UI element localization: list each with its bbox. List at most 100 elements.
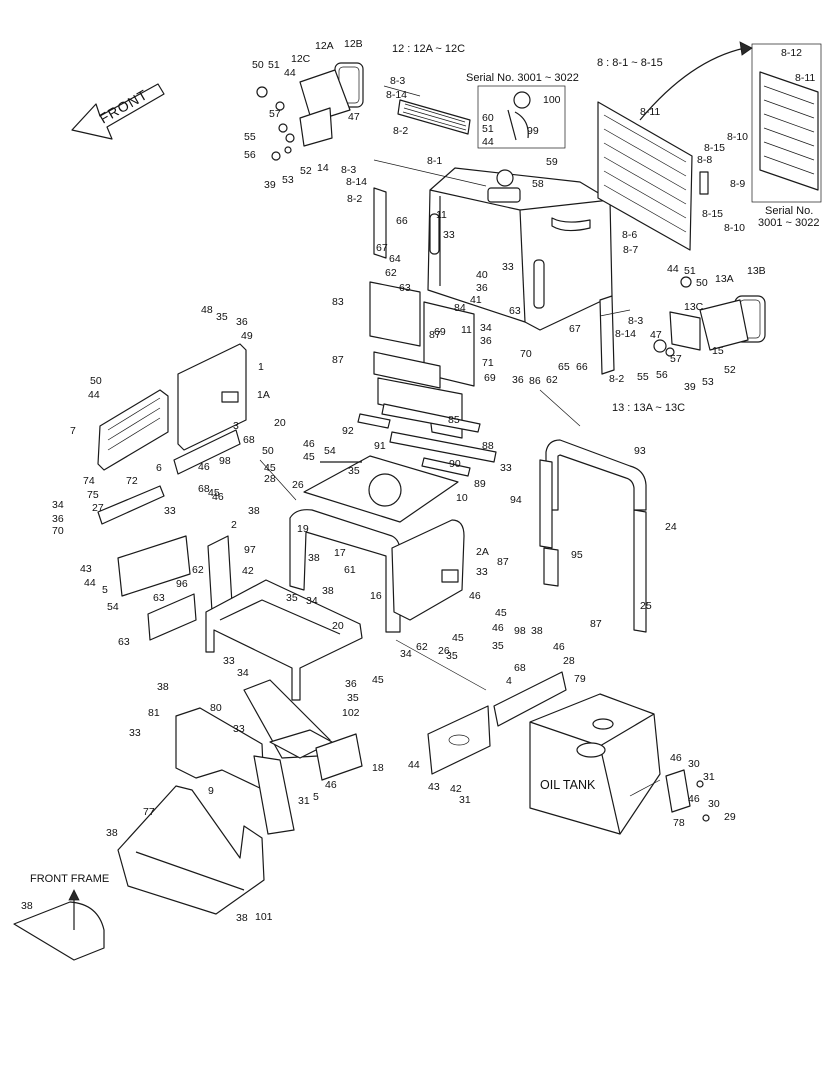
part-callout: 5 (102, 584, 108, 596)
part-callout: 34 (52, 499, 64, 511)
part-callout: 83 (332, 296, 344, 308)
part-callout: 8-12 (781, 47, 802, 59)
serial-box-line2: 3001 ~ 3022 (758, 217, 819, 229)
part-callout: 33 (500, 462, 512, 474)
serial-inset-box (477, 85, 566, 149)
part-callout: 15 (712, 345, 724, 357)
hood-8-1 (427, 167, 613, 331)
part-callout: 33 (233, 723, 245, 735)
part-callout: 36 (480, 335, 492, 347)
part-callout: 8-1 (427, 155, 442, 167)
part-callout: 60 (482, 112, 494, 124)
part-callout: 67 (569, 323, 581, 335)
part-callout: 46 (469, 590, 481, 602)
part-callout: 87 (332, 354, 344, 366)
part-callout: 39 (264, 179, 276, 191)
leader-lines (259, 85, 661, 797)
part-callout: 29 (724, 811, 736, 823)
part-callout: 39 (684, 381, 696, 393)
main-frame (205, 455, 465, 701)
part-callout: 34 (237, 667, 249, 679)
part-callout: 11 (461, 324, 472, 336)
part-callout: 8-10 (727, 131, 748, 143)
part-callout: 33 (502, 261, 514, 273)
lamp-13 (653, 276, 766, 357)
part-callout: 51 (268, 59, 280, 71)
part-callout: 28 (264, 473, 276, 485)
part-callout: 62 (385, 267, 397, 279)
part-callout: 56 (244, 149, 256, 161)
inset-curve-arrow (639, 47, 746, 121)
part-callout: 8-2 (609, 373, 624, 385)
part-callout: 2 (231, 519, 237, 531)
side-panels (357, 281, 497, 477)
part-callout: 50 (262, 445, 274, 457)
part-callout: 67 (376, 242, 388, 254)
part-callout: 33 (129, 727, 141, 739)
tank-brackets (665, 769, 710, 822)
part-callout: 87 (497, 556, 509, 568)
part-callout: 38 (21, 900, 33, 912)
part-callout: 6 (156, 462, 162, 474)
right-lower-covers (427, 671, 567, 775)
part-callout: 8-3 (341, 164, 356, 176)
part-callout: 38 (322, 585, 334, 597)
part-callout: 93 (634, 445, 646, 457)
part-callout: 43 (428, 781, 440, 793)
part-callout: 101 (255, 911, 273, 923)
part-callout: 85 (448, 414, 460, 426)
left-covers (97, 343, 247, 641)
part-callout: 46 (325, 779, 337, 791)
part-callout: 3 (233, 420, 239, 432)
part-callout: 8-11 (640, 106, 660, 118)
part-callout: 44 (84, 577, 96, 589)
part-callout: 10 (456, 492, 468, 504)
part-callout: 36 (52, 513, 64, 525)
lamp-12 (256, 62, 364, 161)
part-callout: 69 (484, 372, 496, 384)
serial-box-line1: Serial No. (765, 205, 813, 217)
part-callout: 8-10 (724, 222, 745, 234)
serial-side-box (751, 43, 822, 203)
part-callout: 53 (282, 174, 294, 186)
part-callout: 81 (148, 707, 160, 719)
part-callout: 68 (198, 483, 210, 495)
part-callout: 35 (446, 650, 458, 662)
part-callout: 16 (370, 590, 382, 602)
part-callout: 59 (546, 156, 558, 168)
part-callout: 44 (88, 389, 100, 401)
part-callout: 74 (83, 475, 95, 487)
part-callout: 46 (553, 641, 565, 653)
part-callout: 69 (434, 326, 446, 338)
part-callout: 8-15 (704, 142, 725, 154)
part-callout: 45 (264, 462, 276, 474)
part-callout: 31 (459, 794, 471, 806)
lower-center-parts (175, 679, 363, 835)
part-callout: 36 (476, 282, 488, 294)
part-callout: 46 (688, 793, 700, 805)
front-arrow: FRONT (71, 83, 165, 140)
part-callout: 8-9 (730, 178, 745, 190)
part-callout: 27 (92, 502, 104, 514)
part-callout: 50 (252, 59, 264, 71)
note-13: 13 : 13A ~ 13C (612, 402, 685, 414)
part-callout: 8-2 (393, 125, 408, 137)
part-callout: 9 (208, 785, 214, 797)
part-callout: 58 (532, 178, 544, 190)
radiator-grille-8-11 (597, 101, 709, 251)
part-callout: 63 (399, 282, 411, 294)
part-callout: 94 (510, 494, 522, 506)
part-callout: 33 (164, 505, 176, 517)
part-callout: 4 (506, 675, 512, 687)
part-callout: 51 (482, 123, 494, 135)
part-callout: 57 (670, 353, 682, 365)
part-callout: 50 (696, 277, 708, 289)
part-callout: 45 (452, 632, 464, 644)
part-callout: 33 (476, 566, 488, 578)
part-callout: 62 (416, 641, 428, 653)
part-callout: 18 (372, 762, 384, 774)
part-callout: 87 (429, 329, 441, 341)
part-callout: 52 (300, 165, 312, 177)
part-callout: 44 (284, 67, 296, 79)
part-callout: 65 (558, 361, 570, 373)
